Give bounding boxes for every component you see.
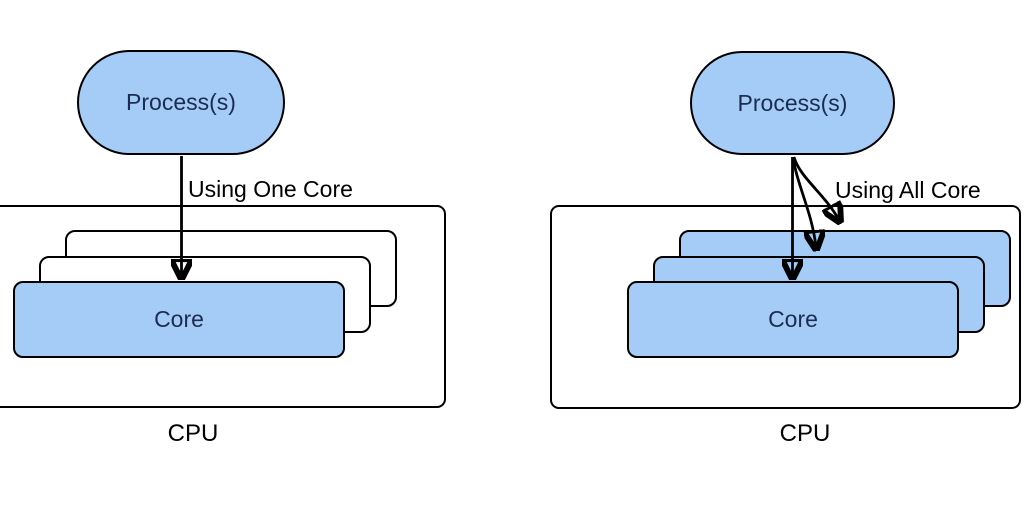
core-label-right: Core	[768, 306, 818, 332]
process-label-left: Process(s)	[126, 89, 236, 115]
arrow-label-right: Using All Core	[835, 177, 981, 203]
core-front-right: Core	[627, 281, 959, 358]
core-label-left: Core	[154, 306, 204, 332]
process-label-right: Process(s)	[737, 89, 848, 116]
process-node-right: Process(s)	[690, 51, 895, 155]
arrow-label-left: Using One Core	[188, 176, 353, 202]
core-front-left: Core	[13, 281, 345, 358]
process-node-left: Process(s)	[77, 50, 285, 155]
cpu-label-left: CPU	[167, 420, 219, 447]
cpu-label-right: CPU	[779, 420, 831, 447]
